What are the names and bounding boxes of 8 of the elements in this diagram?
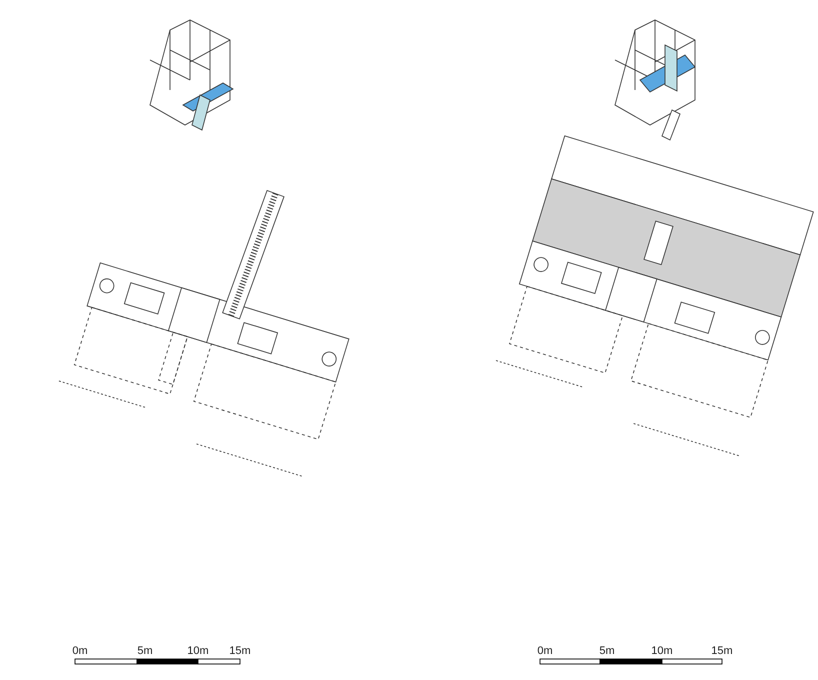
scale-label: 10m (651, 645, 673, 657)
scale-label: 15m (229, 645, 251, 657)
scale-label: 5m (137, 645, 153, 657)
scale-label: 10m (187, 645, 209, 657)
scale-label: 0m (537, 645, 553, 657)
scale-label: 0m (72, 645, 88, 657)
scale-label: 5m (599, 645, 615, 657)
scale-label: 15m (711, 645, 733, 657)
